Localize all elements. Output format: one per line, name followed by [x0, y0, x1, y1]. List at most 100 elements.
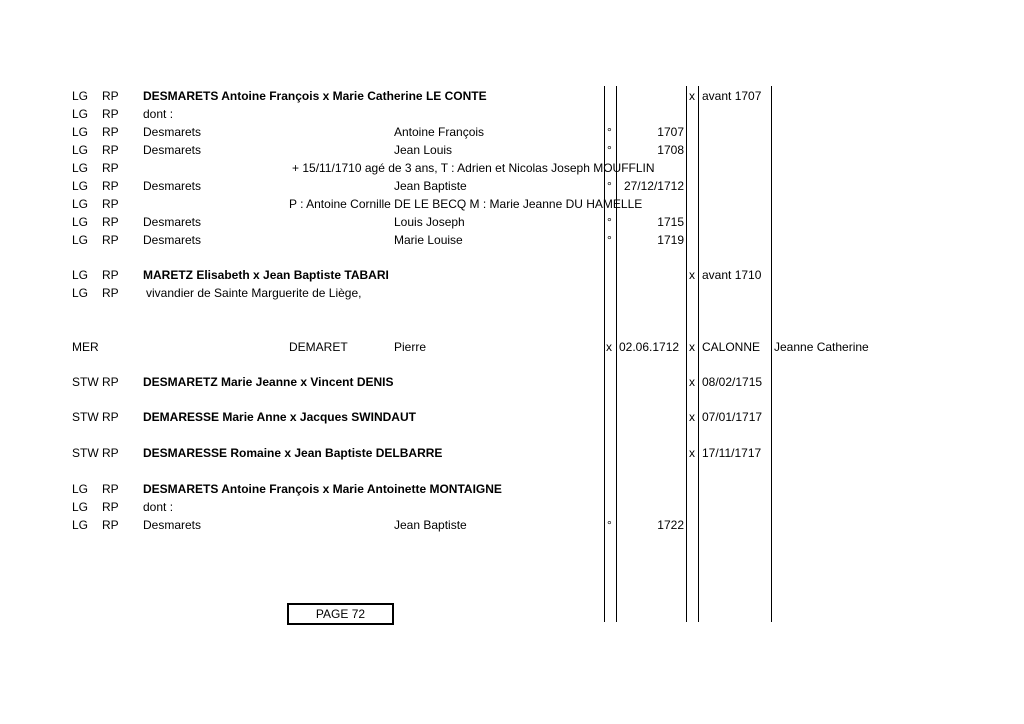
record-text: dont : — [143, 107, 174, 121]
birth-date: 1707 — [657, 125, 684, 139]
couple-heading: DESMARETZ Marie Jeanne x Vincent DENIS — [143, 375, 394, 389]
register-code: RP — [102, 518, 119, 532]
register-code: RP — [102, 89, 119, 103]
source-code: LG — [72, 161, 89, 175]
marriage-mark: x — [689, 89, 695, 103]
source-code: LG — [72, 197, 89, 211]
register-code: RP — [102, 143, 119, 157]
register-code: RP — [102, 215, 119, 229]
birth-date: 1715 — [657, 215, 684, 229]
record-row: LG RP Desmarets Jean Baptiste ° 1722 — [0, 516, 1024, 534]
source-code: LG — [72, 518, 89, 532]
column-rule — [771, 86, 772, 622]
marriage-date: 17/11/1717 — [702, 446, 762, 460]
source-code: LG — [72, 107, 89, 121]
record-row: LG RP vivandier de Sainte Marguerite de … — [0, 284, 1024, 302]
record-row: LG RP Desmarets Louis Joseph ° 1715 — [0, 213, 1024, 231]
record-row: LG RP dont : — [0, 105, 1024, 123]
source-code: LG — [72, 286, 89, 300]
marriage-date: 08/02/1715 — [702, 375, 763, 389]
marriage-date: avant 1707 — [702, 89, 762, 103]
surname: Desmarets — [143, 518, 202, 532]
source-code: LG — [72, 233, 89, 247]
marriage-mark: x — [689, 340, 695, 354]
surname: DEMARET — [289, 340, 348, 354]
surname: Desmarets — [143, 215, 202, 229]
marriage-mark: x — [689, 268, 695, 282]
record-row: LG RP + 15/11/1710 agé de 3 ans, T : Adr… — [0, 159, 1024, 177]
record-text: dont : — [143, 500, 174, 514]
marriage-mark: x — [606, 340, 612, 354]
register-code: RP — [102, 125, 119, 139]
couple-heading: DESMARETS Antoine François x Marie Cathe… — [143, 89, 487, 103]
birth-date: 1719 — [657, 233, 684, 247]
couple-heading: DEMARESSE Marie Anne x Jacques SWINDAUT — [143, 410, 416, 424]
source-code: LG — [72, 215, 89, 229]
source-code: LG — [72, 482, 89, 496]
given-name: Louis Joseph — [394, 215, 465, 229]
couple-heading: DESMARETS Antoine François x Marie Antoi… — [143, 482, 502, 496]
column-rule — [686, 86, 687, 622]
record-row: STW RP DESMARESSE Romaine x Jean Baptist… — [0, 444, 1024, 462]
record-row: LG RP Desmarets Antoine François ° 1707 — [0, 123, 1024, 141]
birth-mark: ° — [607, 233, 612, 247]
record-row: LG RP P : Antoine Cornille DE LE BECQ M … — [0, 195, 1024, 213]
source-code: LG — [72, 89, 89, 103]
source-code: LG — [72, 125, 89, 139]
spouse-given-name: Jeanne Catherine — [774, 340, 869, 354]
source-code: MER — [72, 340, 99, 354]
spouse-surname: CALONNE — [702, 340, 761, 354]
marriage-mark: x — [689, 375, 695, 389]
record-row: LG RP Desmarets Jean Baptiste ° 27/12/17… — [0, 177, 1024, 195]
given-name: Marie Louise — [394, 233, 463, 247]
record-row: LG RP DESMARETS Antoine François x Marie… — [0, 87, 1024, 105]
surname: Desmarets — [143, 179, 202, 193]
source-code: STW — [72, 446, 99, 460]
birth-mark: ° — [607, 179, 612, 193]
record-row: LG RP Desmarets Marie Louise ° 1719 — [0, 231, 1024, 249]
register-code: RP — [102, 375, 119, 389]
record-note: + 15/11/1710 agé de 3 ans, T : Adrien et… — [292, 161, 655, 175]
given-name: Antoine François — [394, 125, 485, 139]
marriage-date: 02.06.1712 — [619, 340, 680, 354]
source-code: STW — [72, 375, 99, 389]
register-code: RP — [102, 107, 119, 121]
record-row: STW RP DEMARESSE Marie Anne x Jacques SW… — [0, 408, 1024, 426]
surname: Desmarets — [143, 143, 202, 157]
marriage-mark: x — [689, 446, 695, 460]
register-code: RP — [102, 161, 119, 175]
birth-date: 27/12/1712 — [623, 179, 684, 193]
marriage-mark: x — [689, 410, 695, 424]
birth-mark: ° — [607, 125, 612, 139]
register-code: RP — [102, 233, 119, 247]
record-row: LG RP dont : — [0, 498, 1024, 516]
register-code: RP — [102, 268, 119, 282]
register-code: RP — [102, 197, 119, 211]
page-number: PAGE 72 — [287, 603, 394, 625]
record-row: LG RP DESMARETS Antoine François x Marie… — [0, 480, 1024, 498]
register-code: RP — [102, 410, 119, 424]
source-code: LG — [72, 500, 89, 514]
birth-mark: ° — [607, 143, 612, 157]
source-code: LG — [72, 179, 89, 193]
couple-heading: DESMARESSE Romaine x Jean Baptiste DELBA… — [143, 446, 443, 460]
birth-date: 1708 — [657, 143, 684, 157]
marriage-date: 07/01/1717 — [702, 410, 763, 424]
given-name: Pierre — [394, 340, 427, 354]
given-name: Jean Baptiste — [394, 518, 467, 532]
record-row: MER DEMARET Pierre x 02.06.1712 x CALONN… — [0, 338, 1024, 356]
register-code: RP — [102, 286, 119, 300]
source-code: LG — [72, 143, 89, 157]
register-code: RP — [102, 446, 119, 460]
register-code: RP — [102, 500, 119, 514]
birth-date: 1722 — [657, 518, 684, 532]
record-text: vivandier de Sainte Marguerite de Liège, — [146, 286, 362, 300]
record-row: STW RP DESMARETZ Marie Jeanne x Vincent … — [0, 373, 1024, 391]
record-row: LG RP MARETZ Elisabeth x Jean Baptiste T… — [0, 266, 1024, 284]
column-rule — [698, 86, 699, 622]
register-code: RP — [102, 179, 119, 193]
given-name: Jean Louis — [394, 143, 453, 157]
surname: Desmarets — [143, 125, 202, 139]
record-row: LG RP Desmarets Jean Louis ° 1708 — [0, 141, 1024, 159]
